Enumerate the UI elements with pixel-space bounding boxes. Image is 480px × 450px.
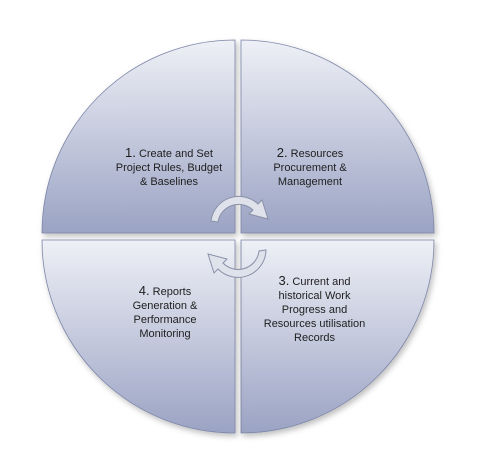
quadrant-2-line: Management	[277, 176, 343, 188]
quadrant-3-line: Records	[294, 332, 335, 344]
quadrant-1-line: 1. Create and Set	[104, 146, 234, 161]
quadrant-2-number: 2.	[276, 145, 288, 160]
arrow-top-icon	[210, 195, 269, 223]
quadrant-4-shape	[41, 239, 236, 434]
quadrant-4-line: Generation &	[132, 300, 198, 312]
quadrant-2-shape	[240, 39, 435, 234]
quadrant-2-line: Resources	[287, 148, 344, 160]
quadrant-2-line: Procurement &	[273, 162, 347, 174]
quadrant-4-line: 4. Reports	[110, 284, 220, 299]
quadrant-1-number: 1.	[125, 145, 136, 160]
quadrant-1-line: Create and Set	[135, 148, 213, 160]
quadrant-3-line: Current and	[289, 276, 351, 288]
quadrant-4-line: Reports	[149, 286, 192, 298]
quadrant-3-number: 3.	[278, 273, 290, 288]
quadrant-1-line: & Baselines	[139, 176, 199, 188]
quadrant-3-line: 3. Current and	[247, 274, 382, 289]
quadrant-3-line: Resources utilisation	[263, 318, 366, 330]
quadrant-4-line: Monitoring	[139, 328, 191, 340]
quadrant-1-line: Project Rules, Budget	[115, 162, 223, 174]
quadrant-4-line: Performance	[133, 314, 197, 326]
quadrant-4-number: 4.	[138, 283, 150, 298]
quadrant-2-line: 2. Resources	[250, 146, 370, 161]
quadrant-3-shape	[240, 239, 435, 434]
arrow-bottom-icon	[207, 249, 267, 278]
quadrant-1-shape	[41, 39, 236, 234]
quadrant-3-line: Progress and	[281, 304, 348, 316]
quadrant-3-line: historical Work	[278, 290, 351, 302]
circular-arrows-icon	[207, 195, 269, 278]
